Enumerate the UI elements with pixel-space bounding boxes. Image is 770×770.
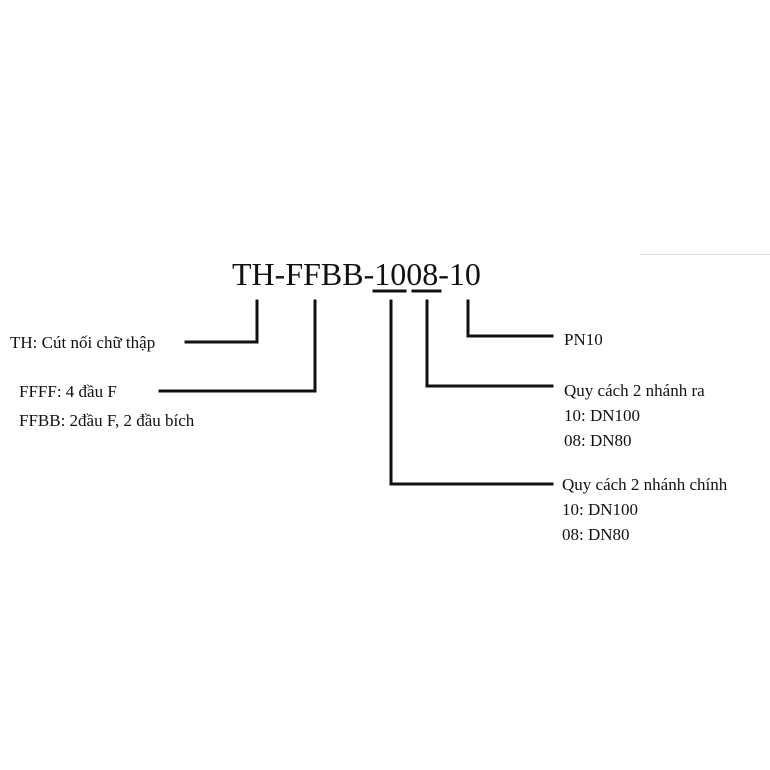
label-block-branch-out: Quy cách 2 nhánh ra 10: DN100 08: DN80: [564, 378, 705, 453]
label-pn: PN10: [564, 330, 603, 349]
branch-out-option-2: 08: DN80: [564, 431, 632, 450]
connector-branch-out: [425, 299, 554, 388]
code-separator: -: [438, 256, 449, 292]
label-ffff: FFFF: 4 đầu F: [19, 382, 117, 401]
decorative-accent-line: [640, 254, 770, 255]
branch-main-option-2: 08: DN80: [562, 525, 630, 544]
code-main-segment: 10: [374, 256, 407, 292]
code-branch-segment: 08: [406, 256, 439, 292]
branch-main-title: Quy cách 2 nhánh chính: [562, 475, 728, 494]
code-prefix: TH-FFBB-: [232, 256, 375, 292]
branch-out-title: Quy cách 2 nhánh ra: [564, 381, 705, 400]
label-block-branch-main: Quy cách 2 nhánh chính 10: DN100 08: DN8…: [562, 472, 727, 547]
code-pressure: 10: [448, 256, 481, 292]
connector-pn: [466, 299, 554, 338]
connector-ffff: [158, 299, 317, 393]
branch-main-option-1: 10: DN100: [562, 500, 639, 519]
product-code: TH-FFBB-1008-10: [232, 254, 481, 294]
label-ffbb: FFBB: 2đầu F, 2 đầu bích: [19, 411, 195, 430]
connector-th: [184, 299, 259, 344]
label-th: TH: Cút nối chữ thập: [10, 333, 156, 352]
connector-branch-main: [389, 299, 554, 486]
branch-out-option-1: 10: DN100: [564, 406, 641, 425]
